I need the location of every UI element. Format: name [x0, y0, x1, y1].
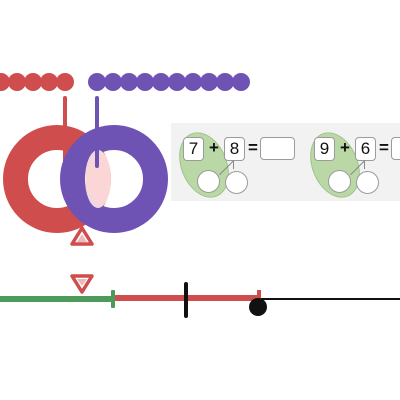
number-line-handle[interactable]: [249, 298, 267, 316]
split-part-circle[interactable]: [328, 170, 351, 193]
purple-bead[interactable]: [184, 73, 202, 91]
addend-a-box: 7: [183, 137, 204, 161]
equation-panel: 7 + 8 = 9 + 6 =: [169, 123, 400, 206]
red-bead[interactable]: [40, 73, 58, 91]
red-tick-mark: [257, 290, 261, 302]
purple-bead[interactable]: [168, 73, 186, 91]
split-part-circle[interactable]: [197, 170, 220, 193]
purple-bead[interactable]: [88, 73, 106, 91]
purple-ten-ring[interactable]: [60, 125, 168, 233]
green-jump-bar: [0, 296, 114, 302]
red-bead[interactable]: [24, 73, 42, 91]
split-part-circle[interactable]: [356, 171, 379, 194]
purple-bead[interactable]: [200, 73, 218, 91]
plus-sign: +: [209, 138, 219, 157]
red-bead[interactable]: [8, 73, 26, 91]
split-part-circle[interactable]: [225, 171, 248, 194]
purple-bead[interactable]: [136, 73, 154, 91]
answer-input-box[interactable]: [260, 137, 295, 160]
red-bead-row[interactable]: [0, 73, 74, 92]
addend-a-box: 9: [314, 137, 335, 161]
purple-bead[interactable]: [216, 73, 234, 91]
purple-bead[interactable]: [152, 73, 170, 91]
plus-sign: +: [340, 138, 350, 157]
addend-b-box: 6: [355, 137, 376, 161]
equals-sign: =: [248, 138, 258, 157]
green-tick-mark: [111, 290, 115, 308]
purple-bead[interactable]: [232, 73, 250, 91]
purple-bead[interactable]: [120, 73, 138, 91]
split-connector: [363, 161, 365, 169]
red-bead[interactable]: [0, 73, 10, 91]
purple-bead[interactable]: [104, 73, 122, 91]
triangle-down-icon[interactable]: [69, 273, 95, 295]
split-connector: [232, 161, 234, 169]
purple-bead-row[interactable]: [88, 73, 250, 92]
equals-sign: =: [379, 138, 389, 157]
purple-string-stick: [95, 96, 99, 168]
triangle-up-icon[interactable]: [69, 225, 95, 247]
addend-b-box: 8: [224, 137, 245, 161]
red-bead[interactable]: [56, 73, 74, 91]
ten-tick-mark: [184, 282, 188, 318]
answer-input-box[interactable]: [391, 137, 400, 160]
